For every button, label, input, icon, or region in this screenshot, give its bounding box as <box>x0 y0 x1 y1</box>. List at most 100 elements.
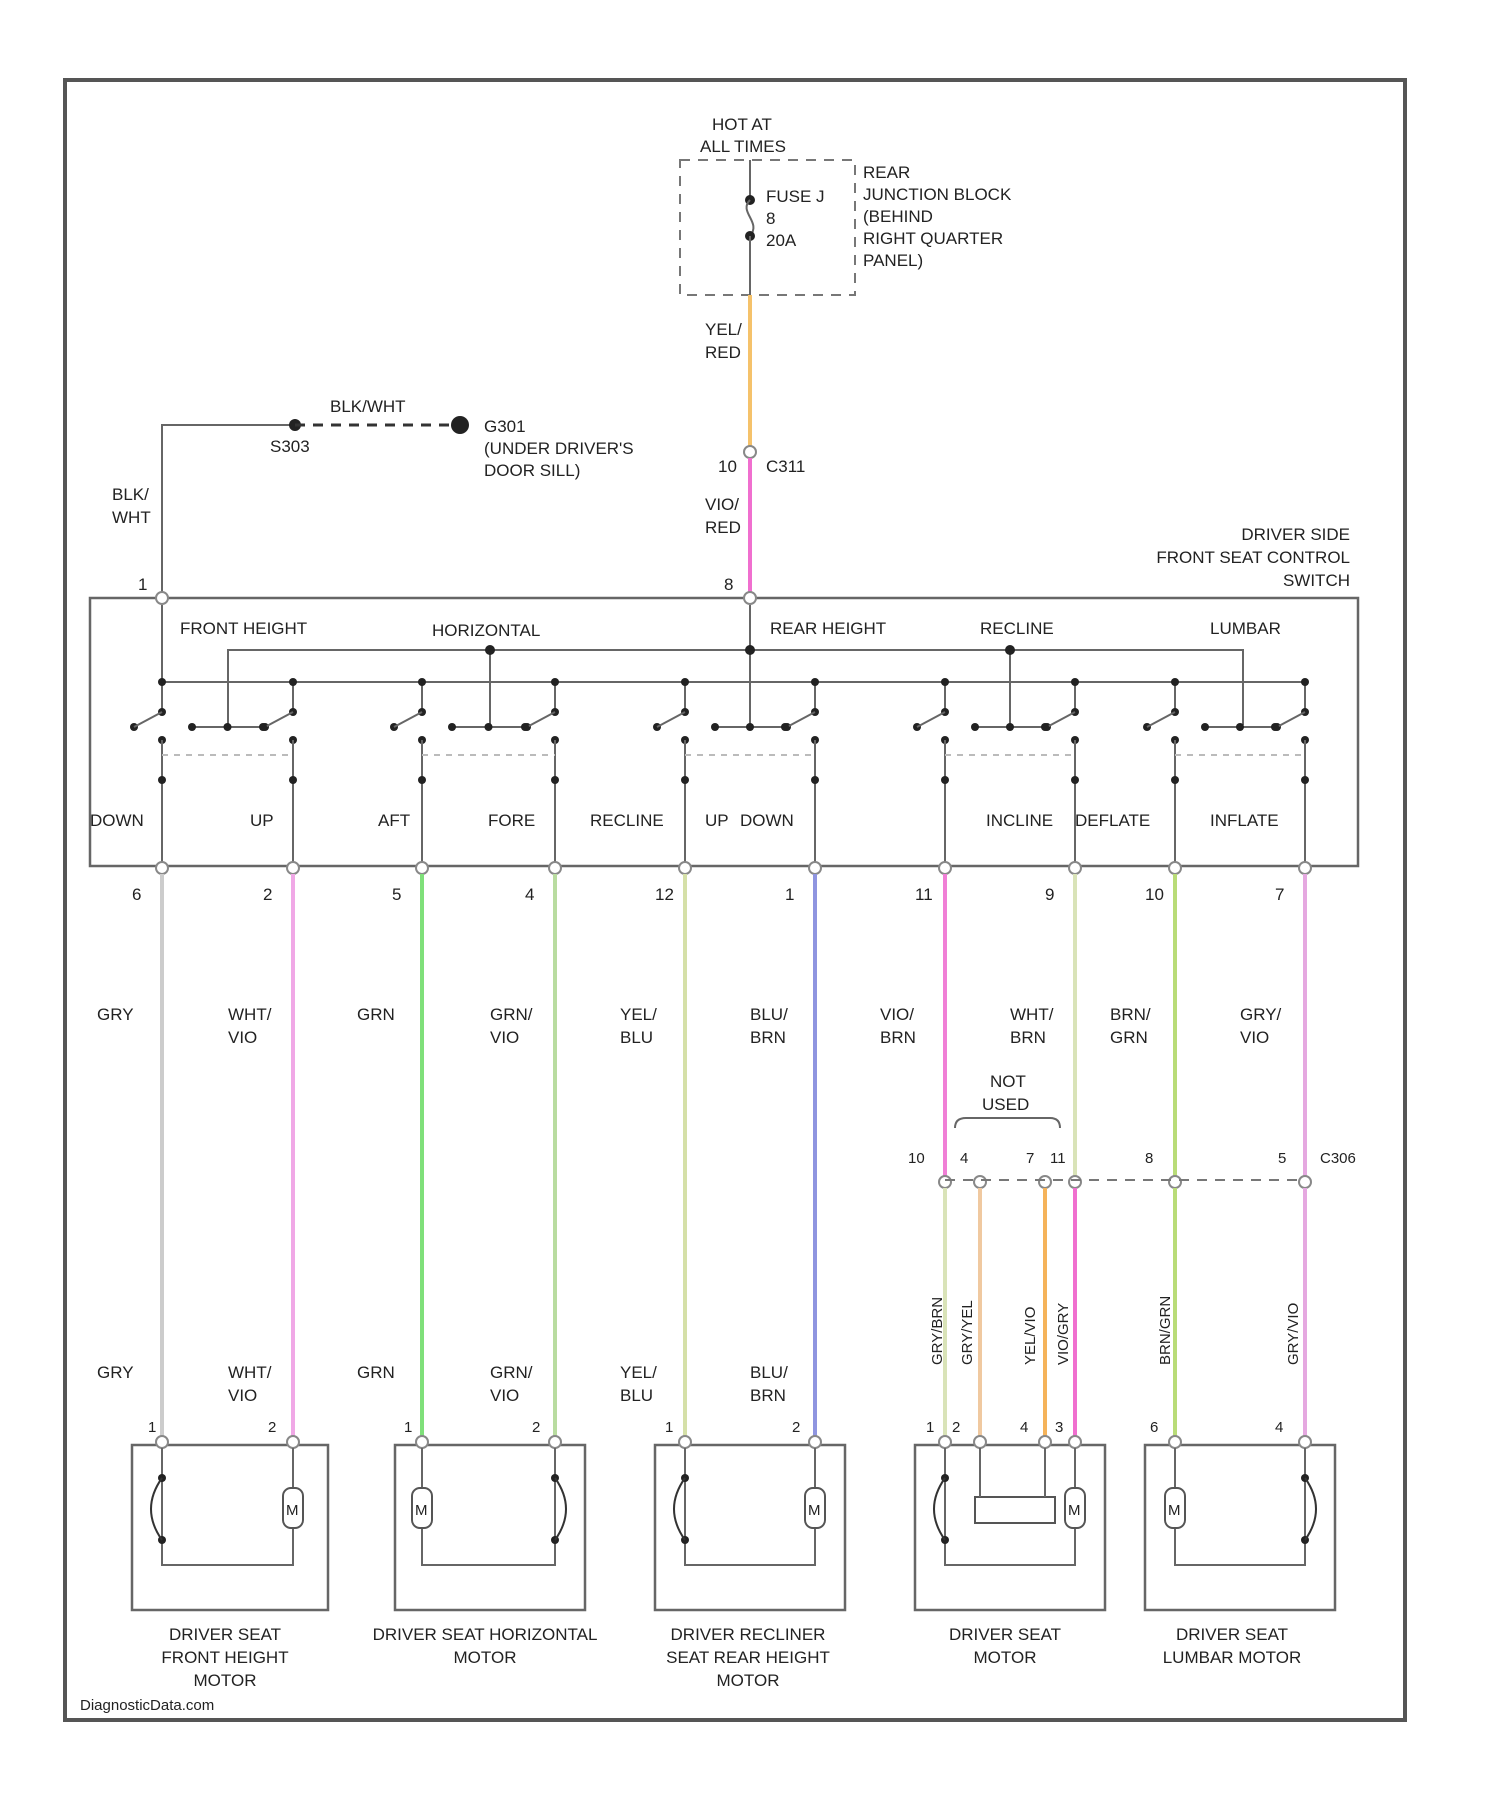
wire-color-label: BRN/ <box>1110 1005 1151 1024</box>
motor-pin-number: 1 <box>404 1419 412 1436</box>
pos-up: UP <box>250 811 274 830</box>
power-source: HOT AT ALL TIMES FUSE J 8 20A REAR JUNCT… <box>680 115 1012 595</box>
motor-name: DRIVER SEAT <box>169 1625 281 1644</box>
motor-symbol: M <box>808 1502 821 1519</box>
fuse-label: FUSE J <box>766 187 825 206</box>
c306-pin-10: 10 <box>908 1150 925 1167</box>
wire-color-label: VIO <box>490 1386 519 1405</box>
motor-name: MOTOR <box>974 1648 1037 1667</box>
wire-color-label: BLU <box>620 1028 653 1047</box>
c306-pin-5: 5 <box>1278 1150 1286 1167</box>
c311-pin <box>744 446 756 458</box>
lower-wire-label-1: GRY/YEL <box>959 1300 976 1365</box>
motor-pin-number: 3 <box>1055 1419 1063 1436</box>
hot-at-label: HOT AT <box>712 115 772 134</box>
wire-color-label: WHT/ <box>228 1363 272 1382</box>
wire-vio-red-label-b: RED <box>705 518 741 537</box>
position-sensor-icon <box>975 1497 1055 1523</box>
pos-deflate: DEFLATE <box>1075 811 1150 830</box>
ground-circuit: BLK/WHT S303 G301 (UNDER DRIVER'S DOOR S… <box>112 397 634 595</box>
motor-name: DRIVER SEAT <box>949 1625 1061 1644</box>
wire-color-label: BRN <box>1010 1028 1046 1047</box>
wire-color-label: VIO <box>490 1028 519 1047</box>
wire-color-label: GRN/ <box>490 1363 533 1382</box>
front-seat-control-switch: DRIVER SIDE FRONT SEAT CONTROL SWITCH 1 … <box>90 525 1358 866</box>
wire-color-label: BRN <box>750 1386 786 1405</box>
c311-pin-number: 10 <box>718 457 737 476</box>
switch-output-pin: 2 <box>263 885 272 904</box>
wire-color-label: VIO <box>1240 1028 1269 1047</box>
wire-color-label: GRY <box>97 1363 134 1382</box>
group-recline: RECLINE <box>980 619 1054 638</box>
motor-pin-number: 2 <box>268 1419 276 1436</box>
wire-color-label: GRY/ <box>1240 1005 1282 1024</box>
motor-name: MOTOR <box>454 1648 517 1667</box>
left-wire-label-b: WHT <box>112 508 151 527</box>
wire-color-label: BLU/ <box>750 1363 788 1382</box>
lower-wire-labels: GRY/BRN GRY/YEL YEL/VIO VIO/GRY BRN/GRN … <box>929 1296 1302 1365</box>
switch-contacts <box>130 678 1309 866</box>
c306-pin-7: 7 <box>1026 1150 1034 1167</box>
wire-color-label: GRN/ <box>490 1005 533 1024</box>
motor-symbol: M <box>1168 1502 1181 1519</box>
wire-color-label: GRY <box>97 1005 134 1024</box>
rear-jb-line1: REAR <box>863 163 910 182</box>
switch-title-line1: DRIVER SIDE <box>1241 525 1350 544</box>
pos-recline: RECLINE <box>590 811 664 830</box>
switch-output-pin: 9 <box>1045 885 1054 904</box>
ground-location-line1: (UNDER DRIVER'S <box>484 439 634 458</box>
left-wire-label-a: BLK/ <box>112 485 149 504</box>
lower-wire-label-3: VIO/GRY <box>1055 1303 1072 1365</box>
not-used-line1: NOT <box>990 1072 1026 1091</box>
fuse-amperage: 20A <box>766 231 797 250</box>
switch-output-pin: 12 <box>655 885 674 904</box>
pos-fore: FORE <box>488 811 535 830</box>
ground-location-line2: DOOR SILL) <box>484 461 580 480</box>
switch-output-pin: 10 <box>1145 885 1164 904</box>
pos-inflate: INFLATE <box>1210 811 1279 830</box>
lower-wire-label-4: BRN/GRN <box>1157 1296 1174 1365</box>
pos-aft: AFT <box>378 811 410 830</box>
motor-pin-number: 1 <box>665 1419 673 1436</box>
pos-incline: INCLINE <box>986 811 1053 830</box>
wire-yel-red-label-a: YEL/ <box>705 320 742 339</box>
not-used-bracket <box>955 1118 1060 1128</box>
switch-output-pin: 7 <box>1275 885 1284 904</box>
fuse-number: 8 <box>766 209 775 228</box>
switch-output-pin: 4 <box>525 885 534 904</box>
not-used-line2: USED <box>982 1095 1029 1114</box>
switch-output-wires: 6GRYGRY2WHT/VIOWHT/VIO5GRNGRN4GRN/VIOGRN… <box>97 862 1311 1440</box>
motor-pin-number: 4 <box>1275 1419 1283 1436</box>
group-horizontal: HORIZONTAL <box>432 621 540 640</box>
motor-pin-number: 1 <box>148 1419 156 1436</box>
rear-jb-line3: (BEHIND <box>863 207 933 226</box>
switch-title-line3: SWITCH <box>1283 571 1350 590</box>
wire-color-label: BLU <box>620 1386 653 1405</box>
switch-title-line2: FRONT SEAT CONTROL <box>1156 548 1350 567</box>
fuse-icon <box>747 200 754 236</box>
wire-color-label: WHT/ <box>228 1005 272 1024</box>
wire-color-label: YEL/ <box>620 1363 657 1382</box>
c311-id: C311 <box>766 457 805 476</box>
wire-vio-red-label-a: VIO/ <box>705 495 739 514</box>
wire-color-label: WHT/ <box>1010 1005 1054 1024</box>
splice-id: S303 <box>270 437 310 456</box>
wire-color-label: VIO/ <box>880 1005 914 1024</box>
motor-pin-number: 4 <box>1020 1419 1028 1436</box>
motor-name: LUMBAR MOTOR <box>1163 1648 1302 1667</box>
switch-output-pin: 5 <box>392 885 401 904</box>
motor-pin-number: 1 <box>926 1419 934 1436</box>
motor-name: DRIVER SEAT HORIZONTAL <box>373 1625 598 1644</box>
wire-color-label: YEL/ <box>620 1005 657 1024</box>
watermark: DiagnosticData.com <box>80 1697 214 1714</box>
switch-output-pin: 1 <box>785 885 794 904</box>
group-front-height: FRONT HEIGHT <box>180 619 307 638</box>
all-times-label: ALL TIMES <box>700 137 786 156</box>
group-lumbar: LUMBAR <box>1210 619 1281 638</box>
rear-jb-line5: PANEL) <box>863 251 923 270</box>
lower-wire-label-0: GRY/BRN <box>929 1297 946 1365</box>
wire-color-label: VIO <box>228 1386 257 1405</box>
lower-wire-label-5: GRY/VIO <box>1285 1303 1302 1365</box>
